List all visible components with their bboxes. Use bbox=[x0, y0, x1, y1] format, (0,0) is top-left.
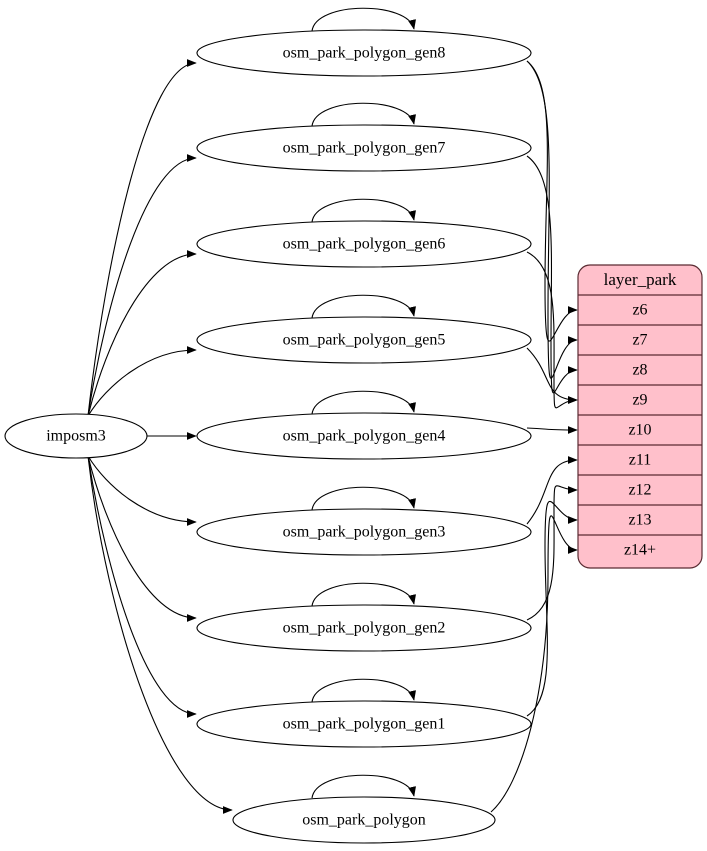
node-gen4-label: osm_park_polygon_gen4 bbox=[283, 428, 446, 445]
edge-imposm3-to-gen3 bbox=[87, 455, 197, 526]
edge-imposm3-to-gen5 bbox=[87, 346, 197, 417]
self-loop-gen6 bbox=[311, 198, 416, 223]
nodes-group: imposm3 osm_park_polygon_gen8 osm_park_pol… bbox=[4, 29, 532, 844]
node-gen2-shape bbox=[196, 604, 532, 652]
node-gen1-label: osm_park_polygon_gen1 bbox=[283, 716, 446, 733]
edge-imposm3-to-gen6 bbox=[87, 250, 197, 417]
edge-gen3-to-z11 bbox=[526, 456, 578, 525]
node-gen7-label: osm_park_polygon_gen7 bbox=[283, 140, 446, 157]
self-loop-gen4 bbox=[311, 390, 416, 415]
node-gen8-shape bbox=[196, 29, 532, 77]
node-gen5[interactable]: osm_park_polygon_gen5 bbox=[196, 316, 532, 364]
node-gen7[interactable]: osm_park_polygon_gen7 bbox=[196, 124, 532, 172]
node-gen8-label: osm_park_polygon_gen8 bbox=[283, 45, 446, 62]
layer-row-z6[interactable]: z6 bbox=[632, 302, 647, 319]
layer-table-group: layer_park z6 z7 z8 z9 z10 z11 z12 z13 z14+ bbox=[577, 264, 703, 569]
node-gen8[interactable]: osm_park_polygon_gen8 bbox=[196, 29, 532, 77]
layer-row-z11[interactable]: z11 bbox=[629, 452, 652, 469]
node-imposm3-shape bbox=[4, 413, 148, 459]
self-loop-base bbox=[311, 774, 416, 799]
node-gen2[interactable]: osm_park_polygon_gen2 bbox=[196, 604, 532, 652]
layer-row-z14+[interactable]: z14+ bbox=[624, 542, 656, 559]
node-gen3-shape bbox=[196, 508, 532, 556]
layer-row-z10[interactable]: z10 bbox=[628, 422, 651, 439]
edges-source-to-tables bbox=[87, 59, 233, 814]
layer-row-z12[interactable]: z12 bbox=[628, 482, 651, 499]
node-base[interactable]: osm_park_polygon bbox=[232, 796, 496, 844]
node-gen6-shape bbox=[196, 220, 532, 268]
layer-row-z7[interactable]: z7 bbox=[632, 332, 647, 349]
edge-gen5-to-z9 bbox=[526, 347, 578, 404]
node-gen5-label: osm_park_polygon_gen5 bbox=[283, 332, 446, 349]
self-loop-gen7 bbox=[311, 102, 416, 127]
node-base-shape bbox=[232, 796, 496, 844]
edge-imposm3-to-gen1 bbox=[87, 455, 197, 718]
edge-gen4-to-z10 bbox=[526, 425, 578, 434]
node-gen3-label: osm_park_polygon_gen3 bbox=[283, 524, 446, 541]
layer-table-box bbox=[577, 264, 703, 569]
edge-imposm3-to-base bbox=[87, 455, 233, 814]
layer-row-z9[interactable]: z9 bbox=[632, 392, 647, 409]
edge-imposm3-to-gen7 bbox=[87, 154, 197, 417]
self-loop-gen1 bbox=[311, 678, 416, 703]
layer-row-z8[interactable]: z8 bbox=[632, 362, 647, 379]
self-loop-edges bbox=[311, 7, 416, 799]
edge-base-to-z14+ bbox=[490, 515, 578, 813]
node-gen7-shape bbox=[196, 124, 532, 172]
node-gen6-label: osm_park_polygon_gen6 bbox=[283, 236, 446, 253]
node-gen1[interactable]: osm_park_polygon_gen1 bbox=[196, 700, 532, 748]
node-base-label: osm_park_polygon bbox=[302, 812, 426, 829]
edges-tables-to-layer bbox=[490, 60, 578, 813]
edge-imposm3-to-gen8 bbox=[87, 59, 197, 417]
node-imposm3[interactable]: imposm3 bbox=[4, 413, 148, 459]
edge-gen6-to-z9 bbox=[526, 251, 578, 409]
self-loop-gen8 bbox=[311, 7, 416, 32]
edge-gen8-to-z7 bbox=[526, 60, 578, 379]
edge-gen7-to-z8 bbox=[526, 155, 578, 394]
self-loop-gen3 bbox=[311, 486, 416, 511]
node-gen2-label: osm_park_polygon_gen2 bbox=[283, 620, 446, 637]
self-loop-gen5 bbox=[311, 294, 416, 319]
edge-imposm3-to-gen2 bbox=[87, 455, 197, 622]
self-loop-gen2 bbox=[311, 582, 416, 607]
node-gen5-shape bbox=[196, 316, 532, 364]
node-gen4-shape bbox=[196, 412, 532, 460]
edge-gen1-to-z13 bbox=[526, 501, 578, 717]
node-gen3[interactable]: osm_park_polygon_gen3 bbox=[196, 508, 532, 556]
edge-gen2-to-z12 bbox=[526, 485, 578, 621]
layer-row-z13[interactable]: z13 bbox=[628, 512, 651, 529]
node-gen1-shape bbox=[196, 700, 532, 748]
layer-table-title: layer_park bbox=[604, 270, 677, 289]
node-imposm3-label: imposm3 bbox=[46, 428, 106, 445]
node-gen6[interactable]: osm_park_polygon_gen6 bbox=[196, 220, 532, 268]
node-gen4[interactable]: osm_park_polygon_gen4 bbox=[196, 412, 532, 460]
